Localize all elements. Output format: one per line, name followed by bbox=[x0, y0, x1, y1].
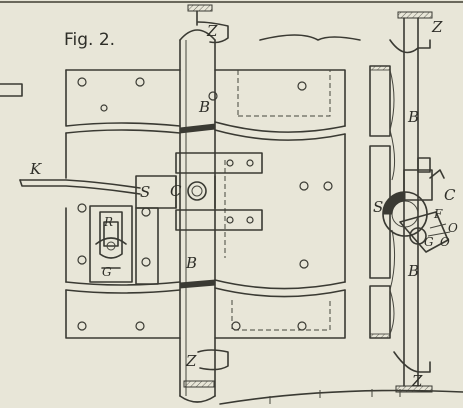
label-g: G bbox=[102, 265, 112, 279]
label-z-side-bottom: Z bbox=[412, 372, 423, 390]
lever-k bbox=[19, 179, 141, 189]
label-z-side-top: Z bbox=[432, 18, 443, 36]
label-z-bottom: Z bbox=[186, 352, 197, 370]
label-r: R bbox=[104, 215, 114, 229]
break-line-bottom bbox=[65, 289, 181, 294]
label-s: S bbox=[140, 183, 151, 201]
upper-hinge-strap bbox=[175, 152, 263, 174]
label-k: K bbox=[30, 160, 42, 178]
lower-hinge-strap bbox=[175, 209, 263, 231]
label-o-lower: O bbox=[440, 235, 450, 249]
label-f-side: F bbox=[434, 207, 443, 221]
label-b-side-top: B bbox=[408, 108, 420, 126]
left-fragment bbox=[0, 83, 23, 97]
cam-segment bbox=[399, 211, 449, 253]
side-view bbox=[369, 11, 451, 393]
clip-b-top bbox=[179, 123, 216, 134]
front-view bbox=[19, 4, 346, 403]
scale-arc bbox=[219, 389, 463, 405]
label-b-bottom: B bbox=[186, 254, 198, 272]
pivot-c bbox=[187, 181, 207, 201]
label-z-top: Z bbox=[207, 22, 218, 40]
brace bbox=[259, 34, 361, 41]
break-line-top bbox=[65, 129, 181, 134]
label-g-side: G bbox=[424, 235, 434, 249]
latch-plate-g bbox=[89, 205, 133, 283]
label-c-side: C bbox=[444, 186, 456, 204]
clip-b-bottom bbox=[179, 279, 216, 289]
label-o-upper: O bbox=[448, 221, 458, 235]
label-s-side: S bbox=[373, 198, 384, 216]
label-b-side-bottom: B bbox=[408, 262, 420, 280]
label-c: C bbox=[170, 182, 182, 200]
figure-caption: Fig. 2. bbox=[64, 30, 116, 50]
label-b-top: B bbox=[199, 98, 211, 116]
